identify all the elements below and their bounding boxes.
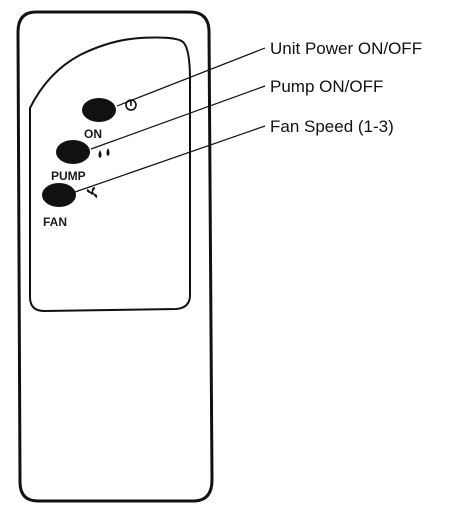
pump-callout: Pump ON/OFF	[270, 77, 383, 96]
fan-button[interactable]	[42, 183, 76, 207]
pump-label: PUMP	[51, 169, 86, 183]
fan-icon	[86, 187, 98, 198]
fan-label: FAN	[43, 215, 67, 229]
pump-leader-line	[90, 85, 266, 150]
control-panel	[29, 36, 191, 312]
power-leader-line	[116, 47, 266, 107]
fan-leader-line	[74, 125, 266, 193]
fan-callout: Fan Speed (1-3)	[270, 117, 394, 136]
on-label: ON	[84, 127, 102, 141]
pump-button[interactable]	[56, 140, 90, 164]
water-drops-icon	[98, 148, 110, 158]
power-callout: Unit Power ON/OFF	[270, 39, 422, 58]
power-button[interactable]	[82, 98, 116, 122]
